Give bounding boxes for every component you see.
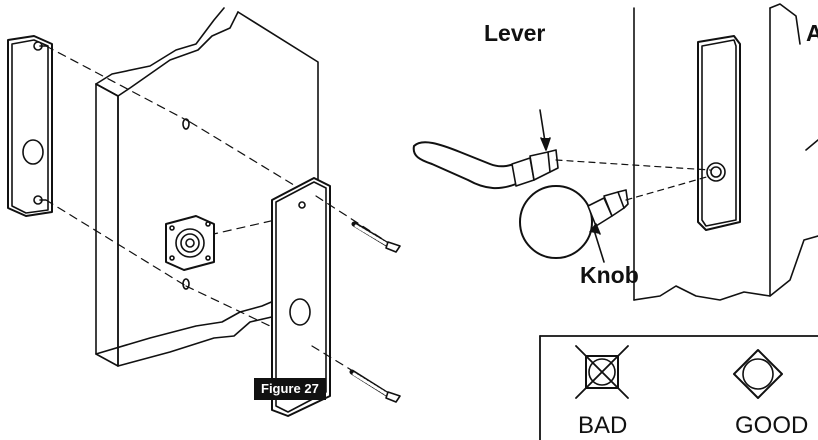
knob-label: Knob bbox=[580, 262, 639, 288]
lever-handle bbox=[412, 109, 559, 190]
door-block-left bbox=[95, 7, 319, 367]
back-plate-left bbox=[7, 35, 53, 217]
section-letter-label: A bbox=[806, 20, 818, 46]
door-block-right bbox=[633, 3, 818, 301]
alignment-lines-right bbox=[555, 159, 711, 201]
bad-square-icon bbox=[575, 345, 629, 399]
door-holes bbox=[182, 118, 190, 290]
screw-icon bbox=[315, 195, 401, 253]
front-faceplate bbox=[271, 177, 331, 417]
orientation-legend bbox=[539, 335, 818, 440]
good-caption: GOOD bbox=[735, 412, 809, 439]
good-diamond-icon bbox=[733, 349, 783, 399]
screw-icon bbox=[311, 345, 401, 403]
knob-handle bbox=[519, 185, 629, 263]
lever-label: Lever bbox=[484, 20, 546, 46]
figure-badge: Figure 27 bbox=[254, 378, 326, 400]
bad-caption: BAD bbox=[578, 412, 628, 439]
mechanism-plate bbox=[165, 215, 215, 271]
right-faceplate bbox=[697, 35, 741, 231]
